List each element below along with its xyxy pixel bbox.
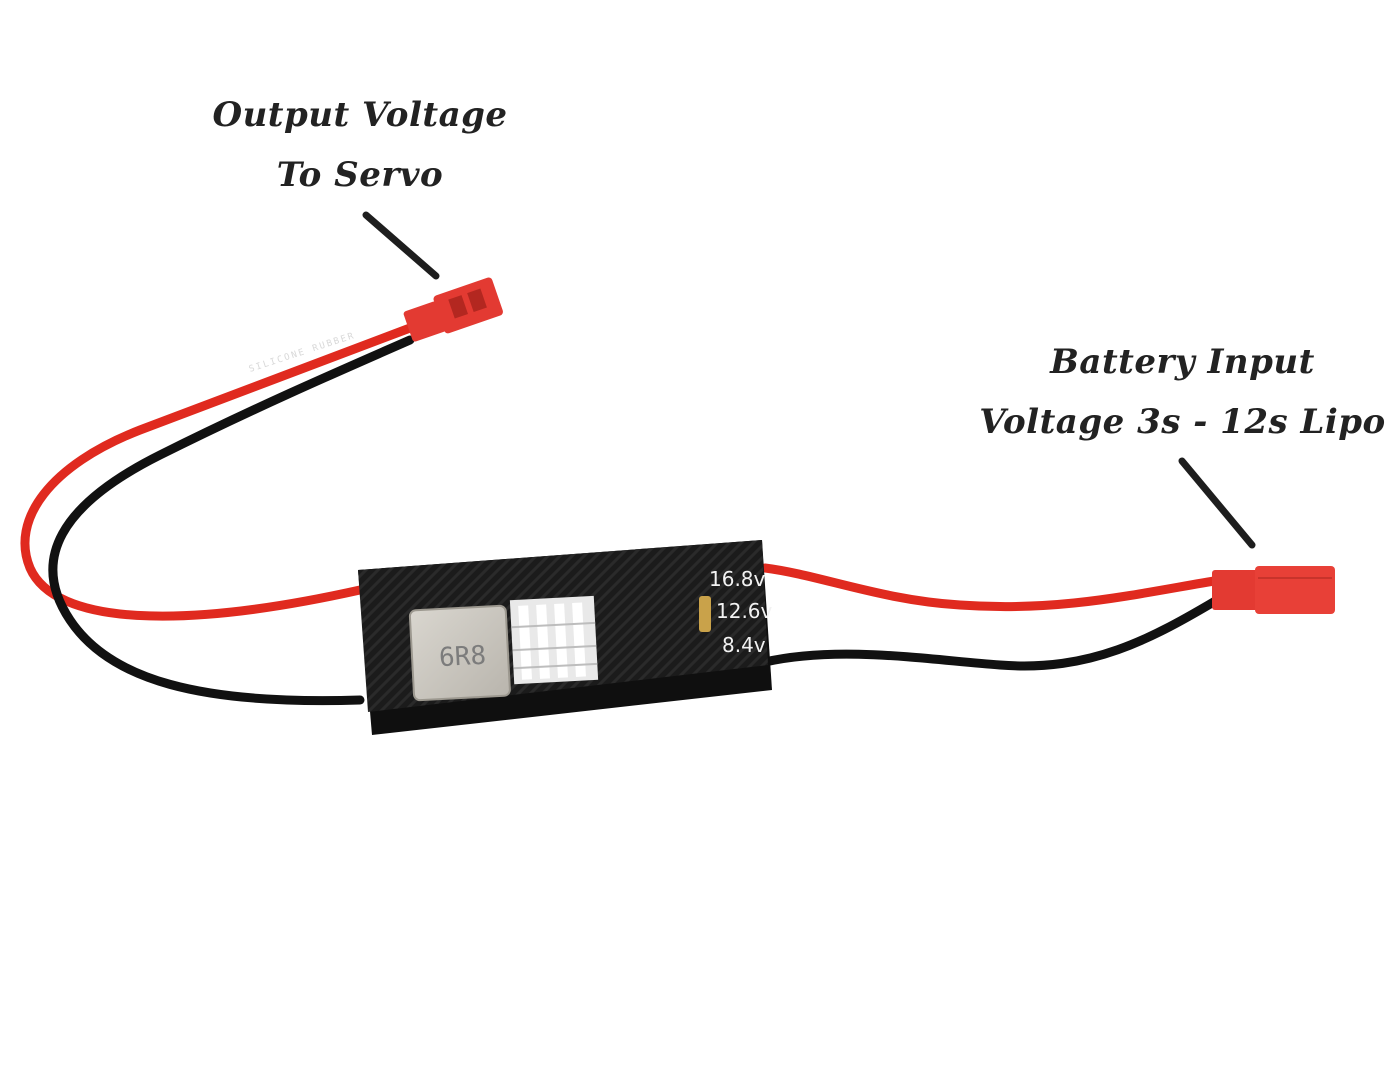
input-black-wire — [760, 592, 1227, 671]
voltage-option-1: 16.8v — [709, 567, 766, 591]
output-label-line-1: Output Voltage — [212, 95, 508, 135]
output-pointer-line — [362, 211, 440, 280]
output-jst-connector — [403, 277, 503, 342]
output-label-line-2: To Servo — [276, 155, 444, 195]
output-voltage-label: Output Voltage To Servo — [200, 85, 520, 205]
inductor-marking: 6R8 — [438, 641, 486, 673]
inductor-component: 6R8 — [408, 604, 511, 702]
output-red-wire — [20, 323, 415, 621]
heatsink-component — [509, 595, 599, 685]
voltage-option-3: 8.4v — [722, 633, 766, 657]
output-black-wire — [48, 335, 415, 706]
regulator-board: 6R8 16.8v 12.6v 8.4v — [358, 540, 773, 735]
voltage-selector-pad — [699, 596, 711, 632]
input-label-line-1: Battery Input — [1050, 342, 1315, 382]
input-red-wire — [760, 563, 1225, 612]
battery-input-label: Battery Input Voltage 3s - 12s Lipo — [975, 332, 1390, 452]
voltage-option-2: 12.6v — [716, 599, 773, 623]
input-label-line-2: Voltage 3s - 12s Lipo — [979, 402, 1386, 442]
input-pointer-line — [1178, 457, 1256, 549]
input-jst-connector — [1212, 566, 1335, 614]
